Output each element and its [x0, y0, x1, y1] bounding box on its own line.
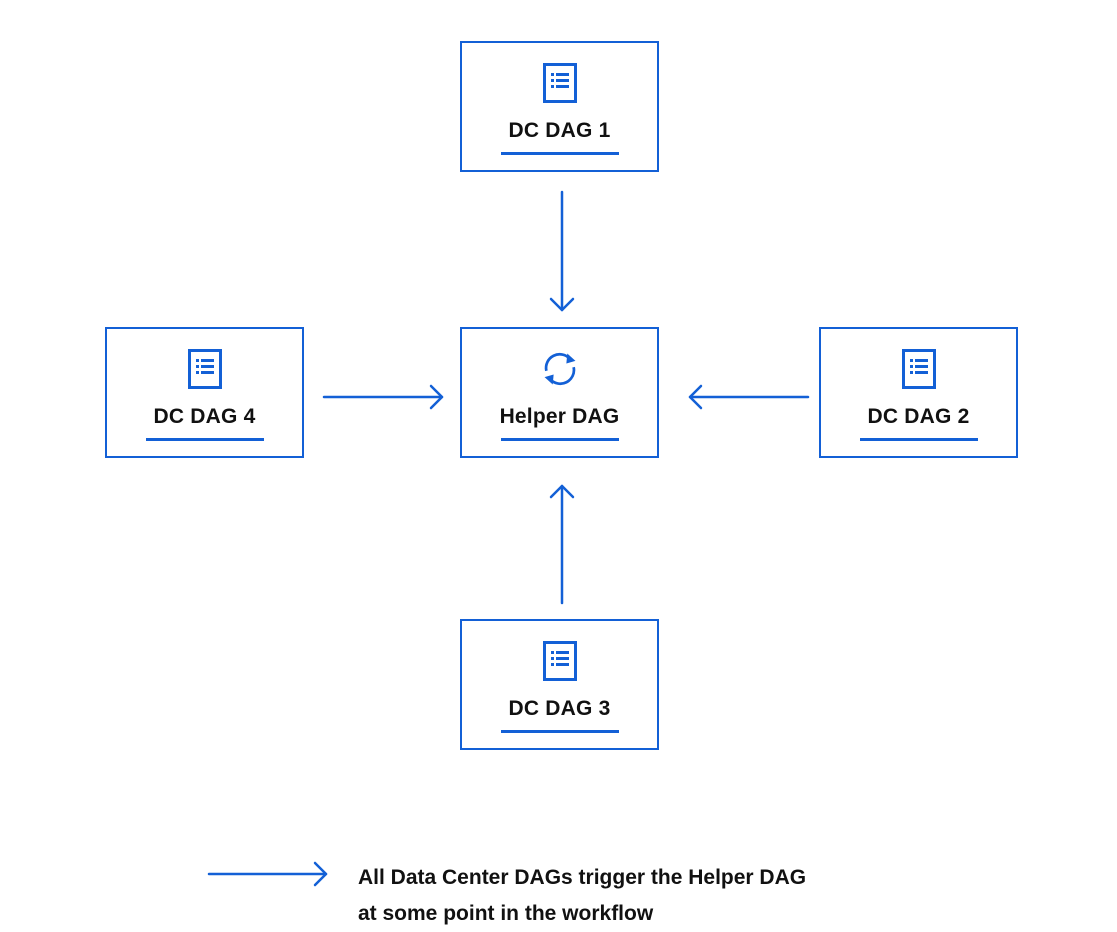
node-label: DC DAG 1 [508, 119, 611, 142]
node-dc-dag-4: DC DAG 4 [105, 327, 304, 458]
legend-text: All Data Center DAGs trigger the Helper … [358, 860, 806, 932]
arrow-dc-dag-1-to-helper [549, 190, 575, 312]
node-label: DC DAG 2 [867, 405, 970, 428]
document-list-icon [540, 63, 580, 103]
legend-line-1: All Data Center DAGs trigger the Helper … [358, 866, 807, 889]
document-list-icon [540, 641, 580, 681]
node-dc-dag-2: DC DAG 2 [819, 327, 1018, 458]
node-helper-dag: Helper DAG [460, 327, 659, 458]
sync-icon [540, 349, 580, 389]
node-label: Helper DAG [499, 405, 620, 428]
arrow-dc-dag-4-to-helper [322, 384, 444, 410]
legend-arrow [207, 861, 328, 887]
document-list-icon [185, 349, 225, 389]
node-dc-dag-3: DC DAG 3 [460, 619, 659, 750]
arrow-dc-dag-2-to-helper [688, 384, 810, 410]
label-underline [145, 438, 264, 441]
legend-line-2: at some point in the workflow [358, 902, 654, 925]
label-underline [859, 438, 978, 441]
label-underline [500, 152, 619, 155]
label-underline [500, 438, 619, 441]
node-label: DC DAG 4 [153, 405, 256, 428]
label-underline [500, 730, 619, 733]
document-list-icon [899, 349, 939, 389]
arrow-dc-dag-3-to-helper [549, 484, 575, 605]
node-dc-dag-1: DC DAG 1 [460, 41, 659, 172]
node-label: DC DAG 3 [508, 697, 611, 720]
